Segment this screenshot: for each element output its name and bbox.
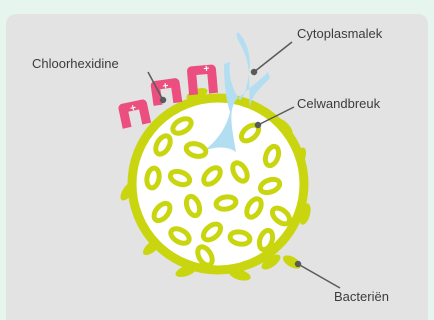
label-bacteria: Bacteriën <box>334 289 389 304</box>
label-wall-break: Celwandbreuk <box>297 96 381 111</box>
label-chlorhexidine: Chloorhexidine <box>32 56 119 71</box>
leader-bacteria <box>298 264 340 288</box>
leader-leak <box>254 42 292 72</box>
leader-dot <box>252 70 257 75</box>
label-cytoplasm-leak: Cytoplasmalek <box>297 26 383 41</box>
charge-plus-icon: + <box>203 63 210 74</box>
inner-rod <box>215 195 237 210</box>
inner-rod <box>229 230 251 245</box>
leader-dot <box>296 262 301 267</box>
chlorhexidine-molecule: + <box>122 101 146 128</box>
inner-rod <box>145 167 160 189</box>
leader-dot <box>256 123 261 128</box>
leader-dot <box>161 98 166 103</box>
